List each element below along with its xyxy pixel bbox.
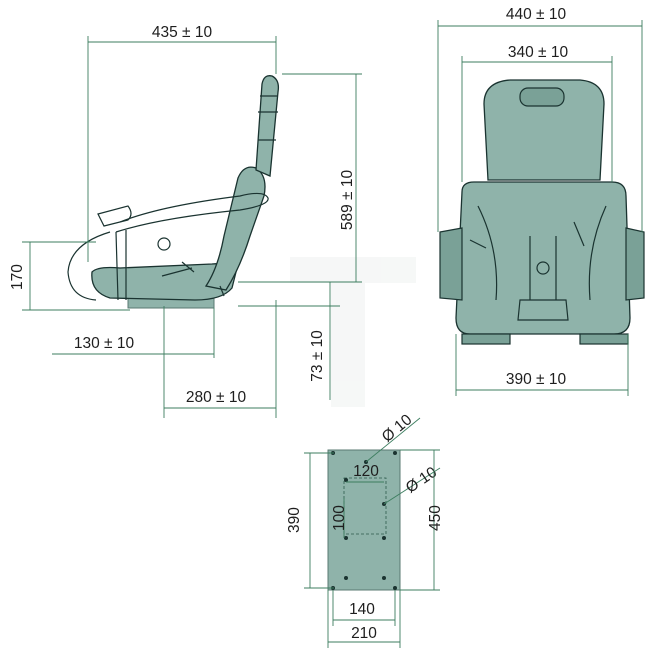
- label-front-back-width: 340 ± 10: [508, 44, 569, 61]
- label-hole-diameter-mid: Ø 10: [403, 464, 441, 497]
- label-hole-diameter-top: Ø 10: [379, 411, 416, 446]
- dim-side-height: 589 ± 10: [238, 73, 362, 283]
- dim-rail-offset: 130 ± 10: [52, 306, 215, 418]
- label-height-adjust: 73 ± 10: [309, 330, 326, 382]
- seat-belt: [67, 231, 111, 301]
- front-lower-body: [455, 181, 631, 335]
- mounting-plate-body: [327, 449, 401, 591]
- headrest: [255, 75, 280, 177]
- dim-height-adjust: 73 ± 10: [238, 282, 340, 400]
- backrest-handle: [519, 87, 565, 107]
- front-backrest: [483, 79, 605, 181]
- backrest-shell: [204, 166, 266, 291]
- right-armrest-front: [625, 227, 645, 301]
- dim-side-width: 435 ± 10: [87, 24, 277, 262]
- front-knob: [536, 261, 550, 275]
- left-armrest-front: [439, 227, 463, 301]
- dim-plate-width: 210: [327, 590, 401, 648]
- front-view-seat: [439, 79, 645, 345]
- dim-plate-total-height: 450: [400, 449, 444, 591]
- label-front-base-width: 390 ± 10: [506, 371, 567, 388]
- seat-cushion: [91, 263, 237, 301]
- label-plate-total-height: 450: [427, 505, 444, 531]
- dim-plate-hole-spacing-x: 120: [346, 463, 384, 483]
- dim-front-back-width: 340 ± 10: [461, 44, 613, 182]
- label-side-height: 589 ± 10: [339, 170, 356, 231]
- label-plate-height: 390: [286, 507, 303, 533]
- label-rail-length: 280 ± 10: [186, 389, 247, 406]
- right-foot: [579, 333, 629, 345]
- label-left-height: 170: [9, 264, 26, 290]
- mounting-plate: [327, 449, 401, 591]
- label-plate-width: 210: [351, 625, 377, 642]
- label-front-outer-width: 440 ± 10: [506, 6, 567, 23]
- dim-rail-length: 280 ± 10: [164, 300, 277, 418]
- label-side-width: 435 ± 10: [152, 24, 213, 41]
- label-rail-offset: 130 ± 10: [74, 335, 135, 352]
- armrest: [115, 192, 269, 233]
- label-plate-hole-spacing-y: 100: [331, 505, 348, 531]
- adjust-knob: [157, 237, 171, 251]
- dim-left-height: 170: [9, 241, 130, 311]
- label-plate-hole-spacing-bottom: 140: [349, 601, 375, 618]
- dim-plate-height: 390: [286, 452, 334, 589]
- dim-plate-hole-spacing-bottom: 140: [332, 590, 396, 626]
- left-foot: [461, 333, 511, 345]
- label-plate-hole-spacing-x: 120: [353, 463, 379, 480]
- dim-plate-hole-spacing-y: 100: [331, 498, 348, 538]
- dim-front-base-width: 390 ± 10: [455, 334, 629, 396]
- side-view-seat: [67, 75, 280, 309]
- dim-front-outer-width: 440 ± 10: [437, 6, 643, 232]
